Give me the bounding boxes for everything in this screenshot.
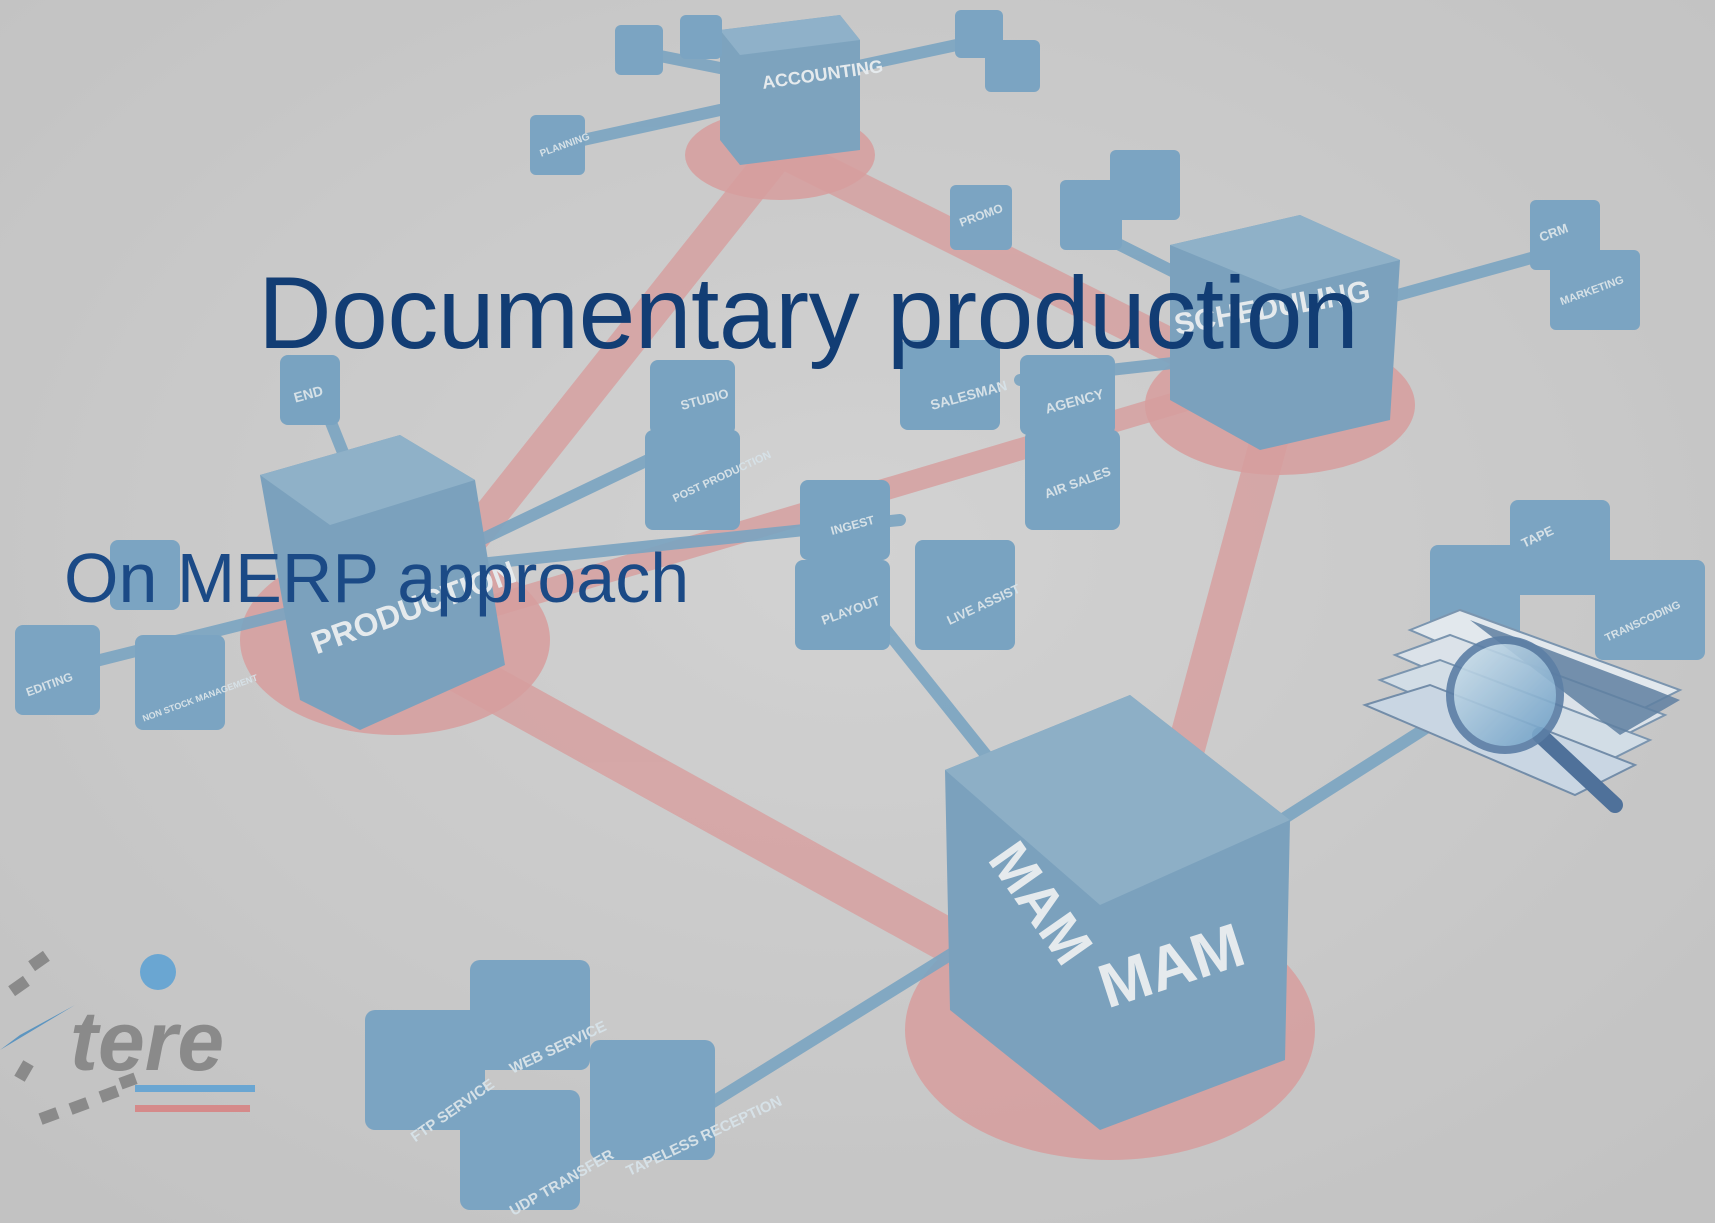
mam-hub-cube: MAM MAM [945, 695, 1290, 1130]
tere-logo: tere [0, 950, 255, 1125]
slide-title: Documentary production [258, 256, 1359, 370]
scheduling-hub-cube: SCHEDULING [1170, 215, 1400, 450]
slide-subtitle: On MERP approach [64, 539, 690, 617]
satellite-cubes-top [530, 10, 1640, 330]
satellite-cubes-bottom [365, 960, 715, 1210]
production-hub-cube: PRODUCTION [260, 435, 521, 730]
document-search-icon [1362, 608, 1683, 813]
satellite-cubes-middle [280, 340, 1120, 650]
accounting-hub-cube: ACCOUNTING [720, 15, 884, 165]
logo-text: tere [70, 994, 224, 1088]
end-label: END [292, 382, 325, 405]
satellite-cubes-left [15, 540, 225, 730]
